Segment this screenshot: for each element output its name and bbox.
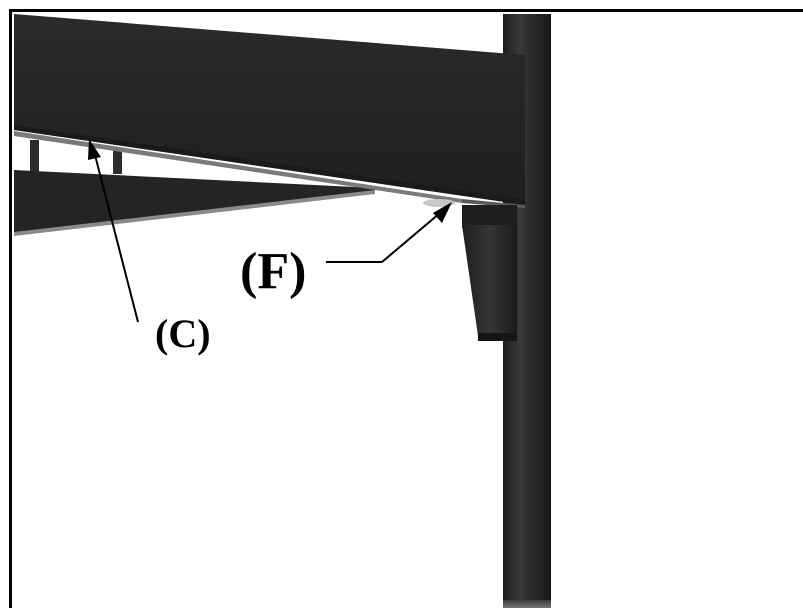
back-slats [30,140,122,178]
back-rail [14,170,375,236]
callout-label-f: (F) [240,243,306,300]
figure-frame [9,9,803,608]
side-rail [14,14,525,208]
bracket-hook [423,199,517,341]
leader-f [326,202,452,263]
callout-label-c: (C) [155,311,211,356]
leader-c [88,139,139,323]
